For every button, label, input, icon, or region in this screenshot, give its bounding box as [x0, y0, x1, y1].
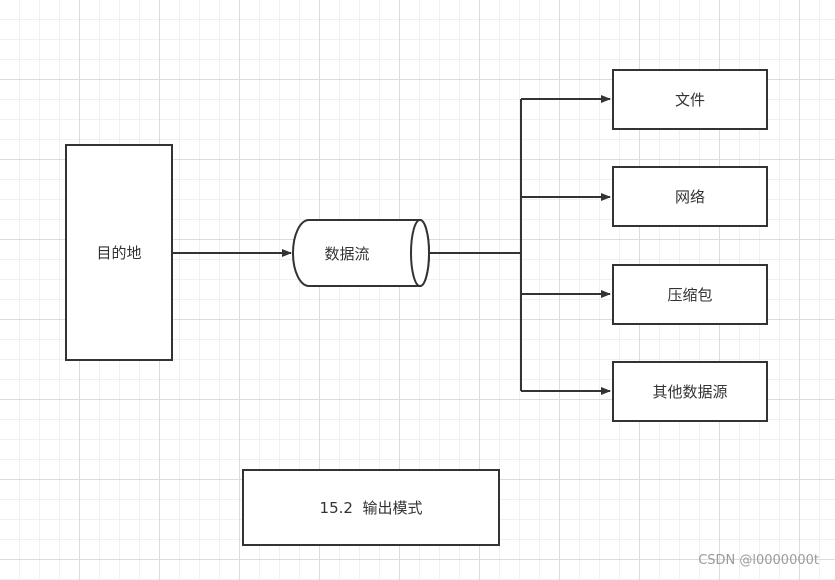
destination-label: 目的地: [96, 244, 142, 262]
target-box-archive: 压缩包: [612, 264, 768, 325]
caption-label: 15.2 输出模式: [319, 499, 423, 517]
target-label-file: 文件: [674, 91, 705, 109]
data-stream-label-wrap: 数据流: [300, 220, 394, 286]
target-label-archive: 压缩包: [667, 286, 713, 304]
caption-box: 15.2 输出模式: [242, 469, 500, 546]
watermark: CSDN @l0000000t: [698, 553, 819, 568]
target-box-other: 其他数据源: [612, 361, 768, 422]
data-stream-cylinder: [292, 219, 430, 287]
target-box-file: 文件: [612, 69, 768, 130]
target-label-other: 其他数据源: [652, 383, 728, 401]
target-label-network: 网络: [674, 188, 705, 206]
target-box-network: 网络: [612, 166, 768, 227]
data-stream-label: 数据流: [324, 244, 370, 263]
destination-box: 目的地: [65, 144, 173, 361]
